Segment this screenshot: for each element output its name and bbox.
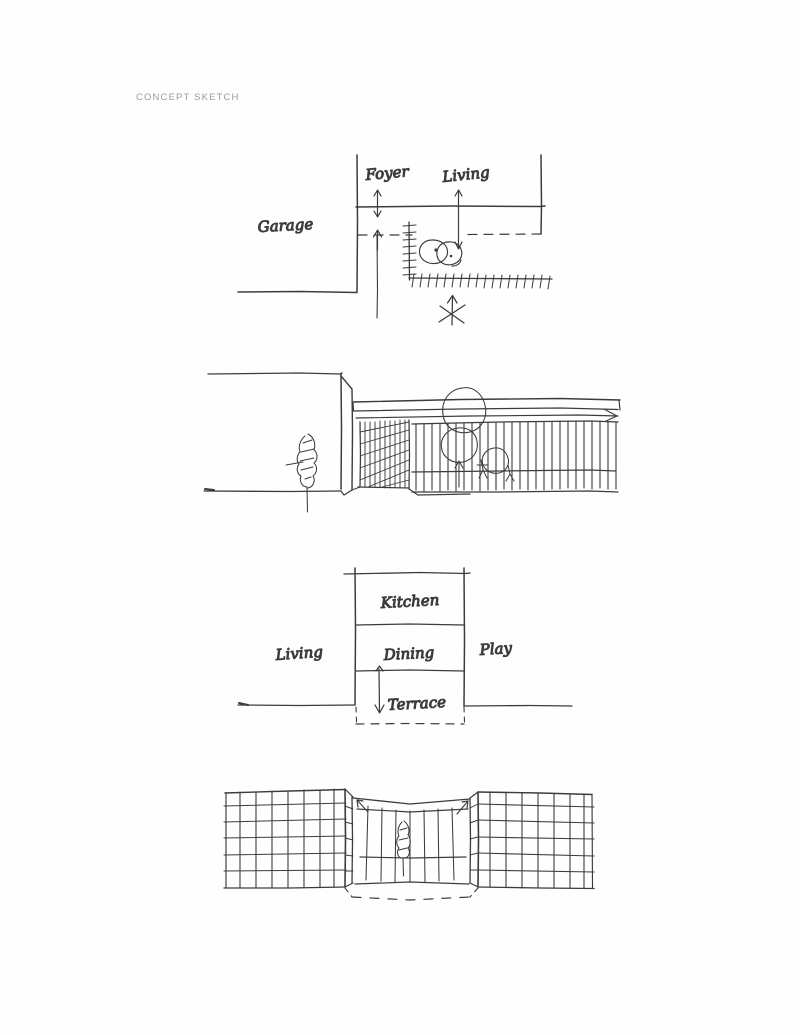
sketch-site-plan: Garage Foyer Living: [237, 154, 553, 326]
sketch-courtyard-elevation: [223, 788, 595, 901]
sketch-elevation-section: [203, 372, 621, 513]
page-title: CONCEPT SKETCH: [136, 92, 240, 103]
label-living-site: Living: [441, 163, 491, 186]
label-dining: Dining: [382, 643, 434, 664]
label-play: Play: [478, 639, 513, 659]
label-garage: Garage: [257, 215, 314, 236]
label-kitchen: Kitchen: [379, 591, 440, 612]
sketch-floor-plan: Living Kitchen Dining Play Terrace: [237, 567, 573, 725]
label-living-plan: Living: [274, 643, 323, 664]
label-foyer: Foyer: [364, 162, 410, 184]
label-terrace: Terrace: [387, 693, 446, 714]
